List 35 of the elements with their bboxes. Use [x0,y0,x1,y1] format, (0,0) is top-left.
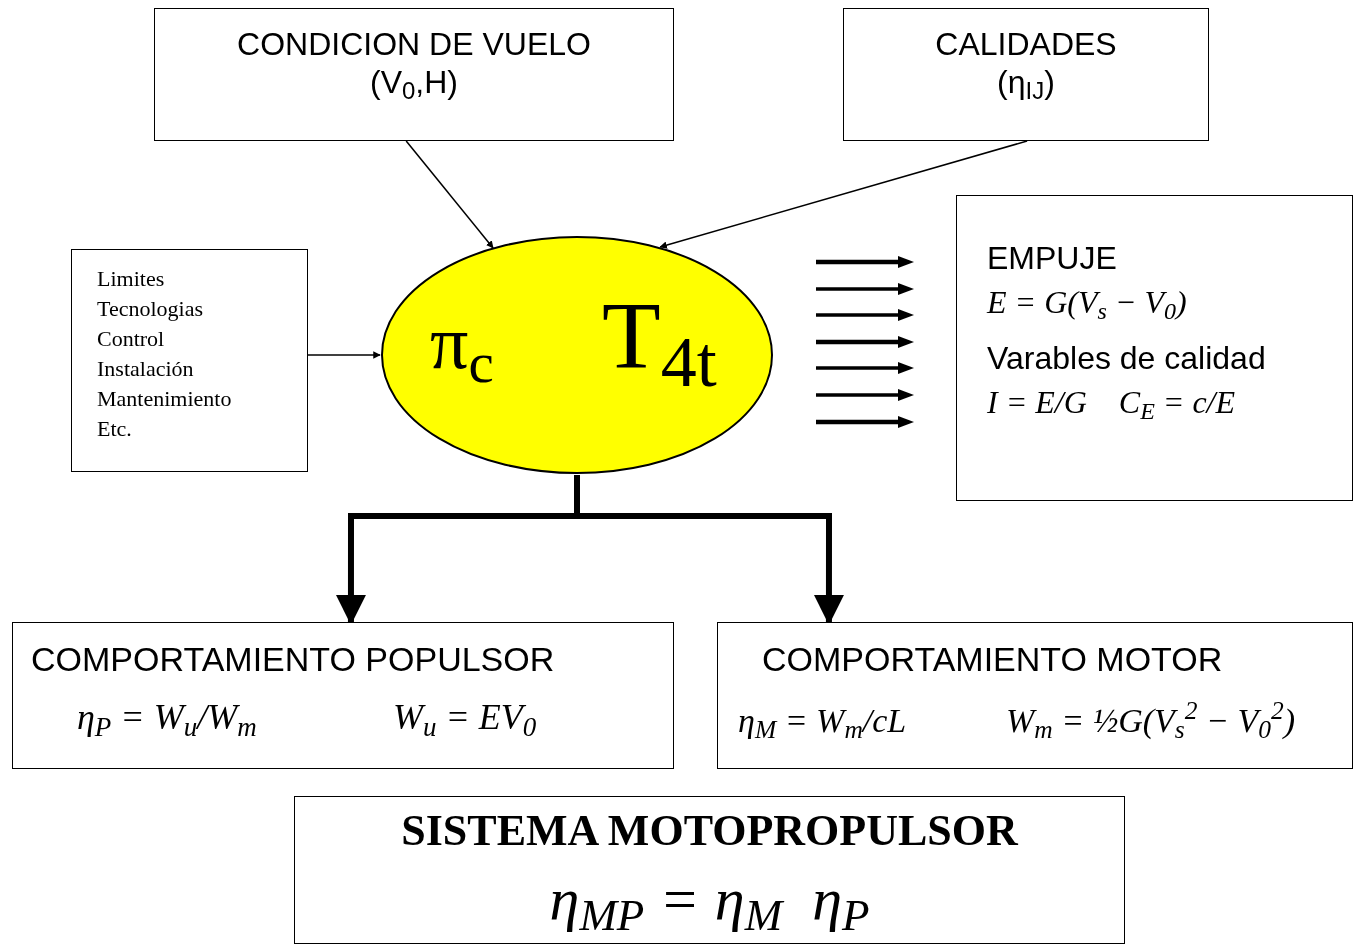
formula: W$_{m}$ = ½G(V$_{s}$$^{2}$ − V$_{0}$$^{2}$) [1006,699,1296,743]
formula: η$_{M}$ = W$_{m}$/cL [738,701,907,743]
arrow [659,140,1028,249]
ellipse [380,235,774,475]
propulsor-box [12,622,674,769]
list-item-text: Instalación [97,355,194,383]
arrow [405,140,494,249]
formula: η$_{P}$ = W$_{u}$/W$_{m}$ [77,696,257,739]
constraints-box [71,249,308,472]
thrust-box [956,195,1353,501]
box-heading: COMPORTAMIENTO POPULSOR [31,639,555,679]
formula: E = G(V$_{s}$ − V$_{0}$) [987,283,1187,324]
engine-box [717,622,1353,769]
parameter-symbol: T$_{4t}$ [602,281,717,391]
list-item-text: Limites [97,265,165,293]
system-box [294,796,1125,944]
box-heading: CALIDADES [935,25,1117,63]
box-heading: CONDICION DE VUELO [237,25,591,63]
formula: W$_{u}$ = EV$_{0}$ [393,696,537,739]
box-heading: COMPORTAMIENTO MOTOR [762,639,1223,679]
list-item-text: Control [97,325,165,353]
formula: η$_{MP}$ = η$_{M}$ η$_{P}$ [549,865,870,937]
list-item-text: Mantenimiento [97,385,232,413]
quality-box [843,8,1209,141]
list-item-text: Tecnologias [97,295,203,323]
box-heading: EMPUJE [987,239,1117,278]
box-heading: Varables de calidad [987,339,1266,378]
parameter-symbol: π$_{c}$ [430,299,494,387]
variables-text: (V$_{0}$,H) [370,63,458,101]
box-heading: SISTEMA MOTOPROPULSOR [401,805,1018,857]
arrow [307,351,381,359]
variables-text: (η$_{IJ}$) [997,63,1055,101]
list-item-text: Etc. [97,415,132,443]
formula: I = E/G C$_{E}$ = c/E [987,383,1236,424]
flight-condition-box [154,8,674,141]
